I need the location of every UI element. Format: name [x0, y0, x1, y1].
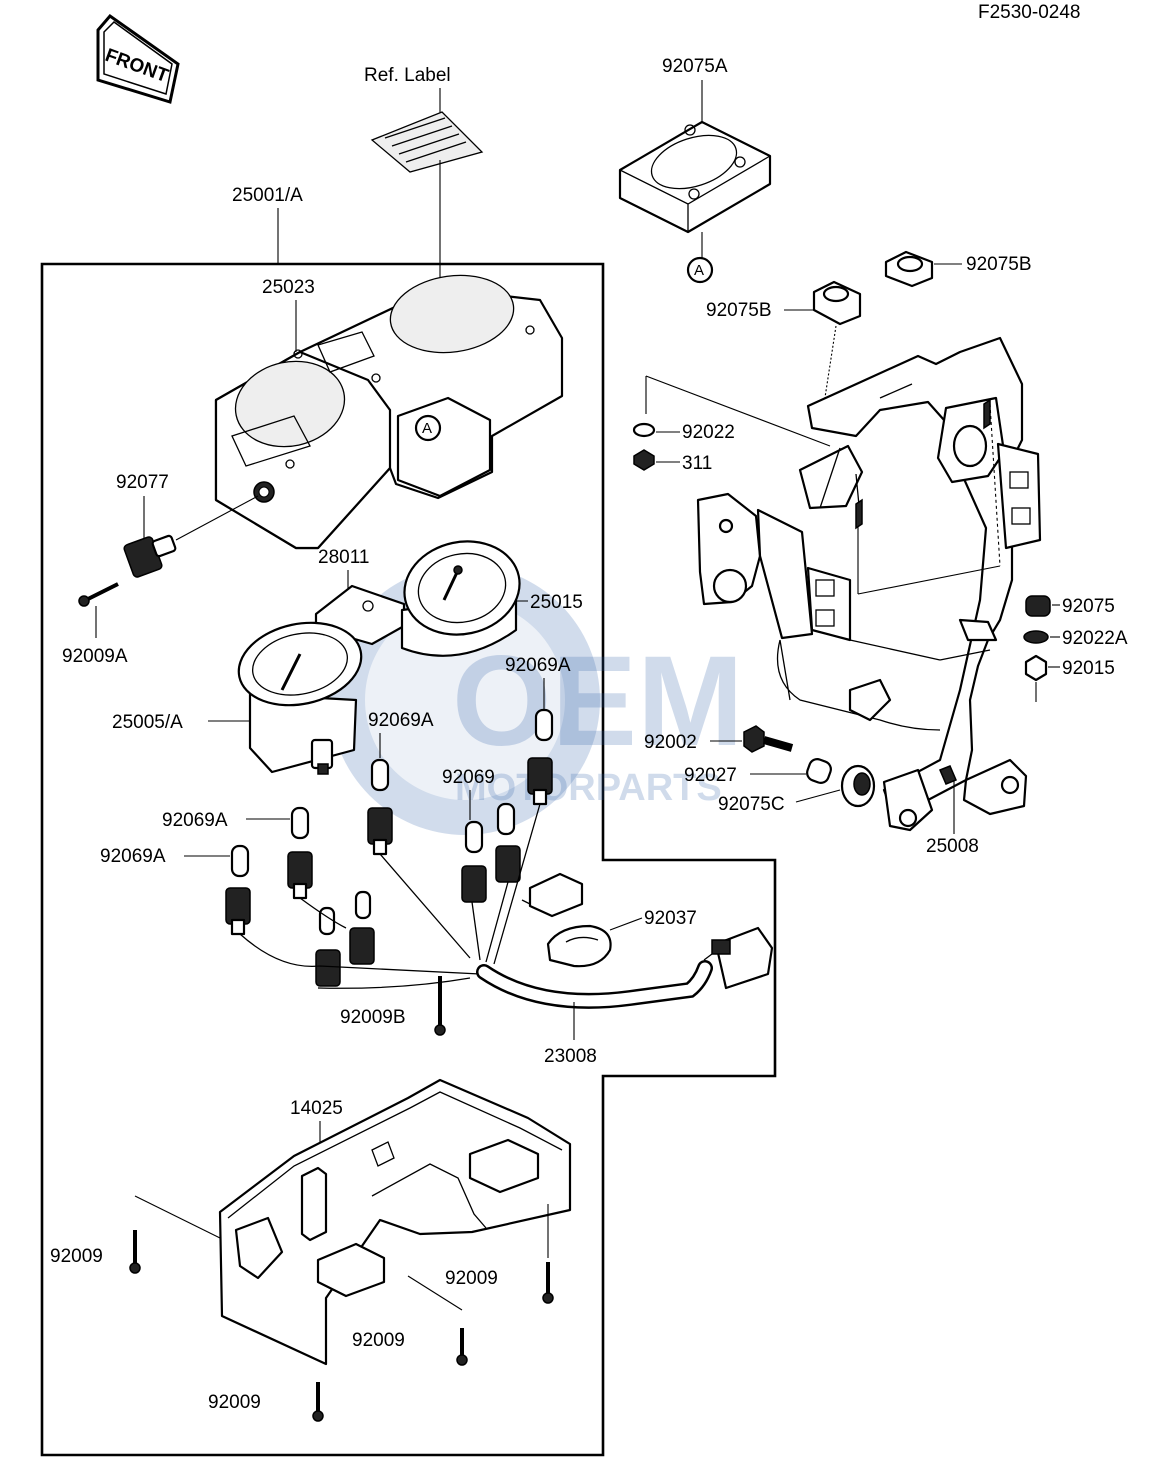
bulb-92069: [464, 802, 516, 854]
washer-92022A: [1023, 630, 1049, 644]
label-92009-2: 92009: [445, 1268, 498, 1289]
label-92009-1: 92009: [50, 1246, 103, 1267]
assembly-frame: [40, 262, 777, 1457]
callout-a-housing: A: [422, 420, 432, 437]
front-direction-sign: FRONT: [96, 13, 180, 104]
bulb-92069A-4: [230, 844, 250, 878]
label-92075C: 92075C: [718, 794, 785, 815]
bulb-92069A-2: [370, 758, 390, 792]
label-92069A-1: 92069A: [505, 655, 571, 676]
grommet-92075: [1025, 595, 1051, 617]
label-92069A-3: 92069A: [162, 810, 228, 831]
label-92069A-4: 92069A: [100, 846, 166, 867]
callout-a-cushion: A: [694, 262, 704, 279]
speedometer: [237, 621, 363, 775]
label-25005A: 25005/A: [112, 712, 183, 733]
label-25001A: 25001/A: [232, 185, 303, 206]
socket-1: [527, 757, 553, 806]
nut-92015: [1024, 654, 1048, 682]
label-92002: 92002: [644, 732, 697, 753]
screw-92009-3: [456, 1328, 468, 1366]
bulb-92069A-1: [534, 708, 554, 742]
harness-clamp: [546, 924, 612, 968]
label-92075B-2: 92075B: [966, 254, 1032, 275]
meter-bracket: [696, 336, 1042, 832]
label-23008: 23008: [544, 1046, 597, 1067]
socket-5: [225, 887, 251, 936]
label-92009B: 92009B: [340, 1007, 406, 1028]
grommet-92075B-1: [812, 280, 862, 326]
meter-gear-fitting: [123, 534, 177, 578]
label-14025: 14025: [290, 1098, 343, 1119]
nut-311: [633, 449, 655, 471]
socket-3: [461, 845, 521, 903]
washer-92022: [632, 422, 656, 438]
label-25008: 25008: [926, 836, 979, 857]
label-92009-3: 92009: [352, 1330, 405, 1351]
meter-cover: [218, 1078, 572, 1366]
label-28011: 28011: [318, 547, 369, 568]
grommet-92075B-2: [884, 250, 934, 288]
label-92015: 92015: [1062, 658, 1115, 679]
meter-housing: A: [214, 274, 564, 550]
label-92022A: 92022A: [1062, 628, 1128, 649]
label-92075A: 92075A: [662, 56, 728, 77]
screw-92009-2: [542, 1262, 554, 1304]
screw-92009A: [78, 582, 119, 607]
socket-2: [367, 807, 393, 856]
wiring-harness: [239, 803, 774, 1009]
label-25023: 25023: [262, 277, 315, 298]
diagram-code: F2530-0248: [978, 2, 1080, 23]
label-92069A-2: 92069A: [368, 710, 434, 731]
label-92075B-1: 92075B: [706, 300, 772, 321]
label-92022: 92022: [682, 422, 735, 443]
tachometer: [400, 540, 521, 657]
label-92009-4: 92009: [208, 1392, 261, 1413]
meter-cushion: [618, 120, 772, 234]
label-92069: 92069: [442, 767, 495, 788]
harness-sockets: [315, 890, 375, 987]
watermark-main: OEM: [452, 630, 744, 773]
label-25015: 25015: [530, 592, 583, 613]
label-92075: 92075: [1062, 596, 1115, 617]
ref-label-text: Ref. Label: [364, 65, 451, 86]
screw-92009-1: [129, 1230, 141, 1274]
collar-92027: [806, 758, 832, 784]
label-92027: 92027: [684, 765, 737, 786]
watermark-sub: MOTORPARTS: [455, 767, 722, 809]
label-92077: 92077: [116, 472, 169, 493]
grommet-92075C: [840, 764, 876, 808]
screw-92009B: [434, 976, 446, 1036]
bulb-92069A-3: [290, 806, 310, 840]
label-311: 311: [682, 453, 712, 474]
label-92009A: 92009A: [62, 646, 128, 667]
socket-4: [287, 851, 313, 900]
bolt-92002: [743, 725, 794, 753]
reference-label-sticker: [370, 111, 484, 173]
screw-92009-4: [312, 1382, 324, 1422]
label-92037: 92037: [644, 908, 697, 929]
